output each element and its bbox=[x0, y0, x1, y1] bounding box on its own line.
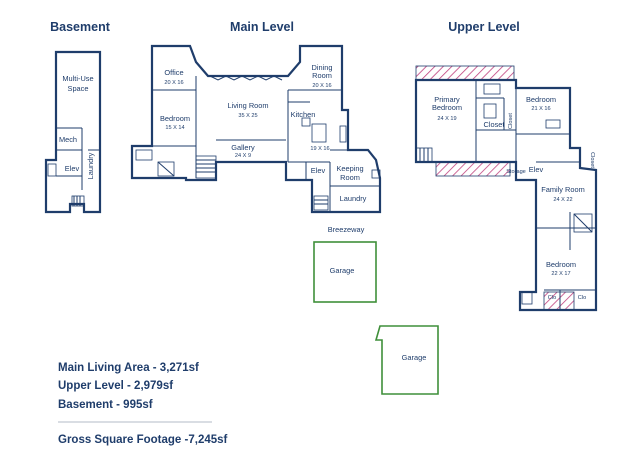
main-level-title: Main Level bbox=[230, 20, 294, 34]
upper-clo-label-2: Clo bbox=[578, 295, 586, 301]
garage-secondary: Garage bbox=[374, 325, 439, 395]
upper-closet-label: Closet bbox=[484, 120, 505, 129]
upper-level-stat: Upper Level - 2,979sf bbox=[58, 380, 173, 392]
upper-closet-side-label: Closet bbox=[508, 113, 514, 129]
upper-family-room-label: Family Room bbox=[541, 185, 585, 194]
main-laundry-label: Laundry bbox=[340, 194, 367, 203]
basement-title: Basement bbox=[50, 20, 111, 34]
upper-storage-label: Storage bbox=[506, 169, 526, 175]
main-living-room-dim: 35 X 25 bbox=[238, 113, 257, 119]
main-office-label: Office bbox=[164, 68, 183, 77]
basement-elev-label: Elev bbox=[65, 164, 80, 173]
upper-clo-label-1: Clo bbox=[548, 295, 556, 301]
upper-level-plan: Primary Bedroom 24 X 19 Closet Closet Be… bbox=[414, 65, 598, 312]
main-gallery-label: Gallery bbox=[231, 143, 255, 152]
area-summary: Main Living Area - 3,271sf Upper Level -… bbox=[58, 362, 228, 446]
main-breezeway-label: Breezeway bbox=[328, 225, 365, 234]
upper-elev-label: Elev bbox=[529, 165, 544, 174]
main-living-area-stat: Main Living Area - 3,271sf bbox=[58, 362, 199, 374]
main-bedroom-label: Bedroom bbox=[160, 114, 190, 123]
upper-primary-bedroom-label-2: Bedroom bbox=[432, 103, 462, 112]
upper-primary-bedroom-dim: 24 X 19 bbox=[437, 116, 456, 122]
main-keeping-room-label-2: Room bbox=[340, 173, 360, 182]
basement-multi-use-label-2: Space bbox=[68, 84, 89, 93]
upper-bedroom2-label: Bedroom bbox=[546, 260, 576, 269]
basement-laundry-label: Laundry bbox=[86, 152, 95, 179]
basement-stat: Basement - 995sf bbox=[58, 399, 153, 411]
main-dining-label-2: Room bbox=[312, 71, 332, 80]
garage-secondary-label: Garage bbox=[402, 353, 427, 362]
upper-level-title: Upper Level bbox=[448, 20, 520, 34]
main-dining-dim: 20 X 16 bbox=[312, 83, 331, 89]
garage-main: Garage bbox=[313, 241, 377, 303]
upper-bedroom2-dim: 22 X 17 bbox=[551, 271, 570, 277]
main-kitchen-label: Kitchen bbox=[291, 110, 316, 119]
main-office-dim: 20 X 16 bbox=[164, 80, 183, 86]
main-elev-label: Elev bbox=[311, 166, 326, 175]
upper-family-room-dim: 24 X 22 bbox=[553, 197, 572, 203]
basement-multi-use-label: Multi-Use bbox=[62, 74, 93, 83]
garage-main-label: Garage bbox=[330, 266, 355, 275]
main-bedroom-dim: 15 X 14 bbox=[165, 125, 184, 131]
upper-bedroom-label: Bedroom bbox=[526, 95, 556, 104]
upper-primary-bedroom-label: Primary bbox=[434, 95, 460, 104]
upper-closet-right-label: Closet bbox=[589, 152, 595, 168]
upper-bedroom-dim: 21 X 16 bbox=[531, 106, 550, 112]
gross-square-footage-stat: Gross Square Footage -7,245sf bbox=[58, 434, 228, 446]
basement-plan: Multi-Use Space Mech Elev Laundry bbox=[44, 50, 102, 214]
main-dining-label: Dining bbox=[312, 63, 333, 72]
main-living-room-label: Living Room bbox=[227, 101, 268, 110]
main-level-plan: Office 20 X 16 Dining Room 20 X 16 Livin… bbox=[130, 44, 382, 234]
basement-mech-label: Mech bbox=[59, 135, 77, 144]
main-gallery-dim: 24 X 9 bbox=[235, 153, 251, 159]
main-keeping-room-label: Keeping bbox=[336, 164, 363, 173]
main-kitchen-dim: 19 X 16 bbox=[310, 146, 329, 152]
